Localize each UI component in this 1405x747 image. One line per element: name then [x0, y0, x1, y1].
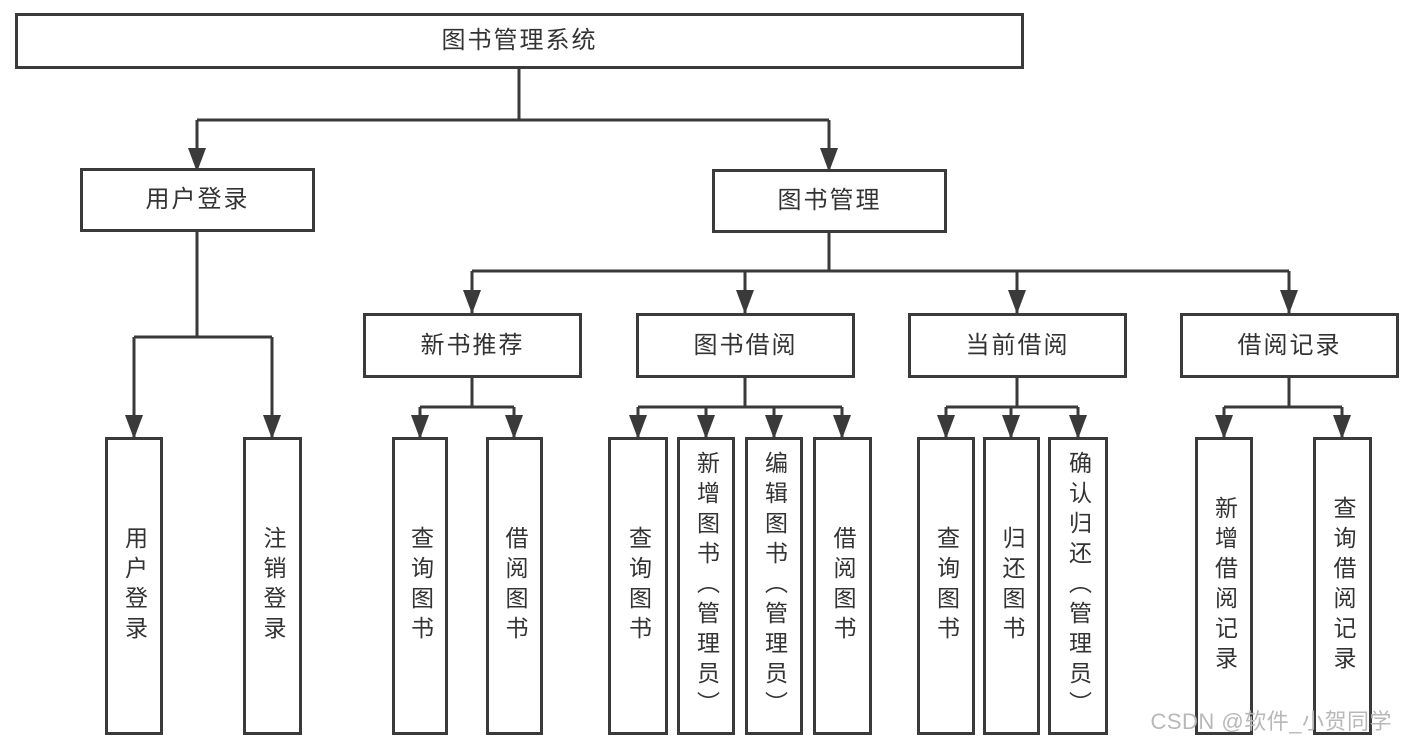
leaf-return-books: 归还图书 — [983, 437, 1040, 735]
leaf-query-books-recommendation: 查询图书 — [392, 437, 448, 735]
node-book-borrowing-label: 图书借阅 — [693, 331, 798, 359]
leaf-add-books-admin: 新增图书（管理员） — [677, 437, 735, 735]
node-borrowing-records-label: 借阅记录 — [1237, 331, 1342, 359]
node-book-management-system-label: 图书管理系统 — [441, 27, 598, 54]
leaf-confirm-return-admin: 确认归还（管理员） — [1048, 437, 1108, 735]
node-book-management-system: 图书管理系统 — [15, 13, 1024, 69]
arrowhead — [463, 290, 481, 314]
csdn-watermark: CSDN @软件_小贺同学 — [1150, 709, 1392, 734]
connector-user-login-children — [132, 232, 274, 439]
leaf-borrow-books-recommendation: 借阅图书 — [486, 437, 543, 735]
arrowhead — [1002, 415, 1020, 439]
leaf-confirm-return-admin-label: 确认归还（管理员） — [1065, 451, 1092, 721]
arrowhead — [263, 415, 281, 439]
leaf-edit-books-admin: 编辑图书（管理员） — [745, 437, 803, 735]
leaf-borrow-books-label: 借阅图书 — [830, 526, 856, 646]
leaf-query-borrow-record-label: 查询借阅记录 — [1330, 496, 1356, 676]
arrowhead — [1215, 415, 1233, 439]
leaf-query-books-current: 查询图书 — [917, 437, 975, 735]
connector-borrowing-records-children — [1222, 378, 1344, 439]
leaf-add-borrow-record-label: 新增借阅记录 — [1211, 496, 1238, 676]
node-new-book-recommendation: 新书推荐 — [363, 313, 582, 378]
leaf-query-books-current-label: 查询图书 — [933, 526, 960, 646]
leaf-borrow-books: 借阅图书 — [813, 437, 872, 735]
leaf-add-books-admin-label: 新增图书（管理员） — [693, 451, 720, 721]
leaf-query-books-recommendation-label: 查询图书 — [407, 526, 434, 646]
arrowhead — [411, 415, 429, 439]
node-book-management-label: 图书管理 — [777, 187, 882, 214]
arrowhead — [833, 415, 851, 439]
arrowhead — [765, 415, 783, 439]
node-current-borrowing: 当前借阅 — [908, 313, 1127, 378]
leaf-query-borrow-record: 查询借阅记录 — [1313, 437, 1372, 735]
arrowhead — [697, 415, 715, 439]
leaf-logout-label: 注销登录 — [260, 526, 286, 646]
arrowhead — [125, 415, 143, 439]
arrowhead — [937, 415, 955, 439]
connector-root-to-level2 — [195, 69, 831, 172]
leaf-borrow-books-recommendation-label: 借阅图书 — [502, 526, 528, 646]
leaf-logout: 注销登录 — [243, 437, 302, 735]
leaf-edit-books-admin-label: 编辑图书（管理员） — [761, 451, 788, 721]
node-current-borrowing-label: 当前借阅 — [965, 331, 1070, 359]
arrowhead — [1280, 290, 1298, 314]
arrowhead — [1333, 415, 1351, 439]
leaf-user-login-label: 用户登录 — [121, 526, 148, 646]
leaf-query-books-borrowing-label: 查询图书 — [625, 526, 652, 646]
leaf-return-books-label: 归还图书 — [999, 526, 1025, 646]
leaf-add-borrow-record: 新增借阅记录 — [1195, 437, 1253, 735]
leaf-user-login: 用户登录 — [105, 437, 163, 735]
leaf-query-books-borrowing: 查询图书 — [608, 437, 668, 735]
node-user-login-label: 用户登录 — [145, 186, 250, 213]
arrowhead — [629, 415, 647, 439]
node-user-login: 用户登录 — [80, 168, 315, 232]
node-book-borrowing: 图书借阅 — [636, 313, 855, 378]
node-borrowing-records: 借阅记录 — [1180, 313, 1399, 378]
connector-book-borrowing-children — [636, 378, 844, 439]
node-new-book-recommendation-label: 新书推荐 — [420, 331, 525, 359]
arrowhead — [1069, 415, 1087, 439]
node-book-management: 图书管理 — [712, 169, 947, 233]
arrowhead — [1008, 290, 1026, 314]
arrowhead — [505, 415, 523, 439]
connector-current-borrowing-children — [944, 378, 1080, 439]
arrowhead — [736, 290, 754, 314]
connector-book-management-children — [470, 233, 1291, 314]
connector-new-book-rec-children — [418, 378, 516, 439]
